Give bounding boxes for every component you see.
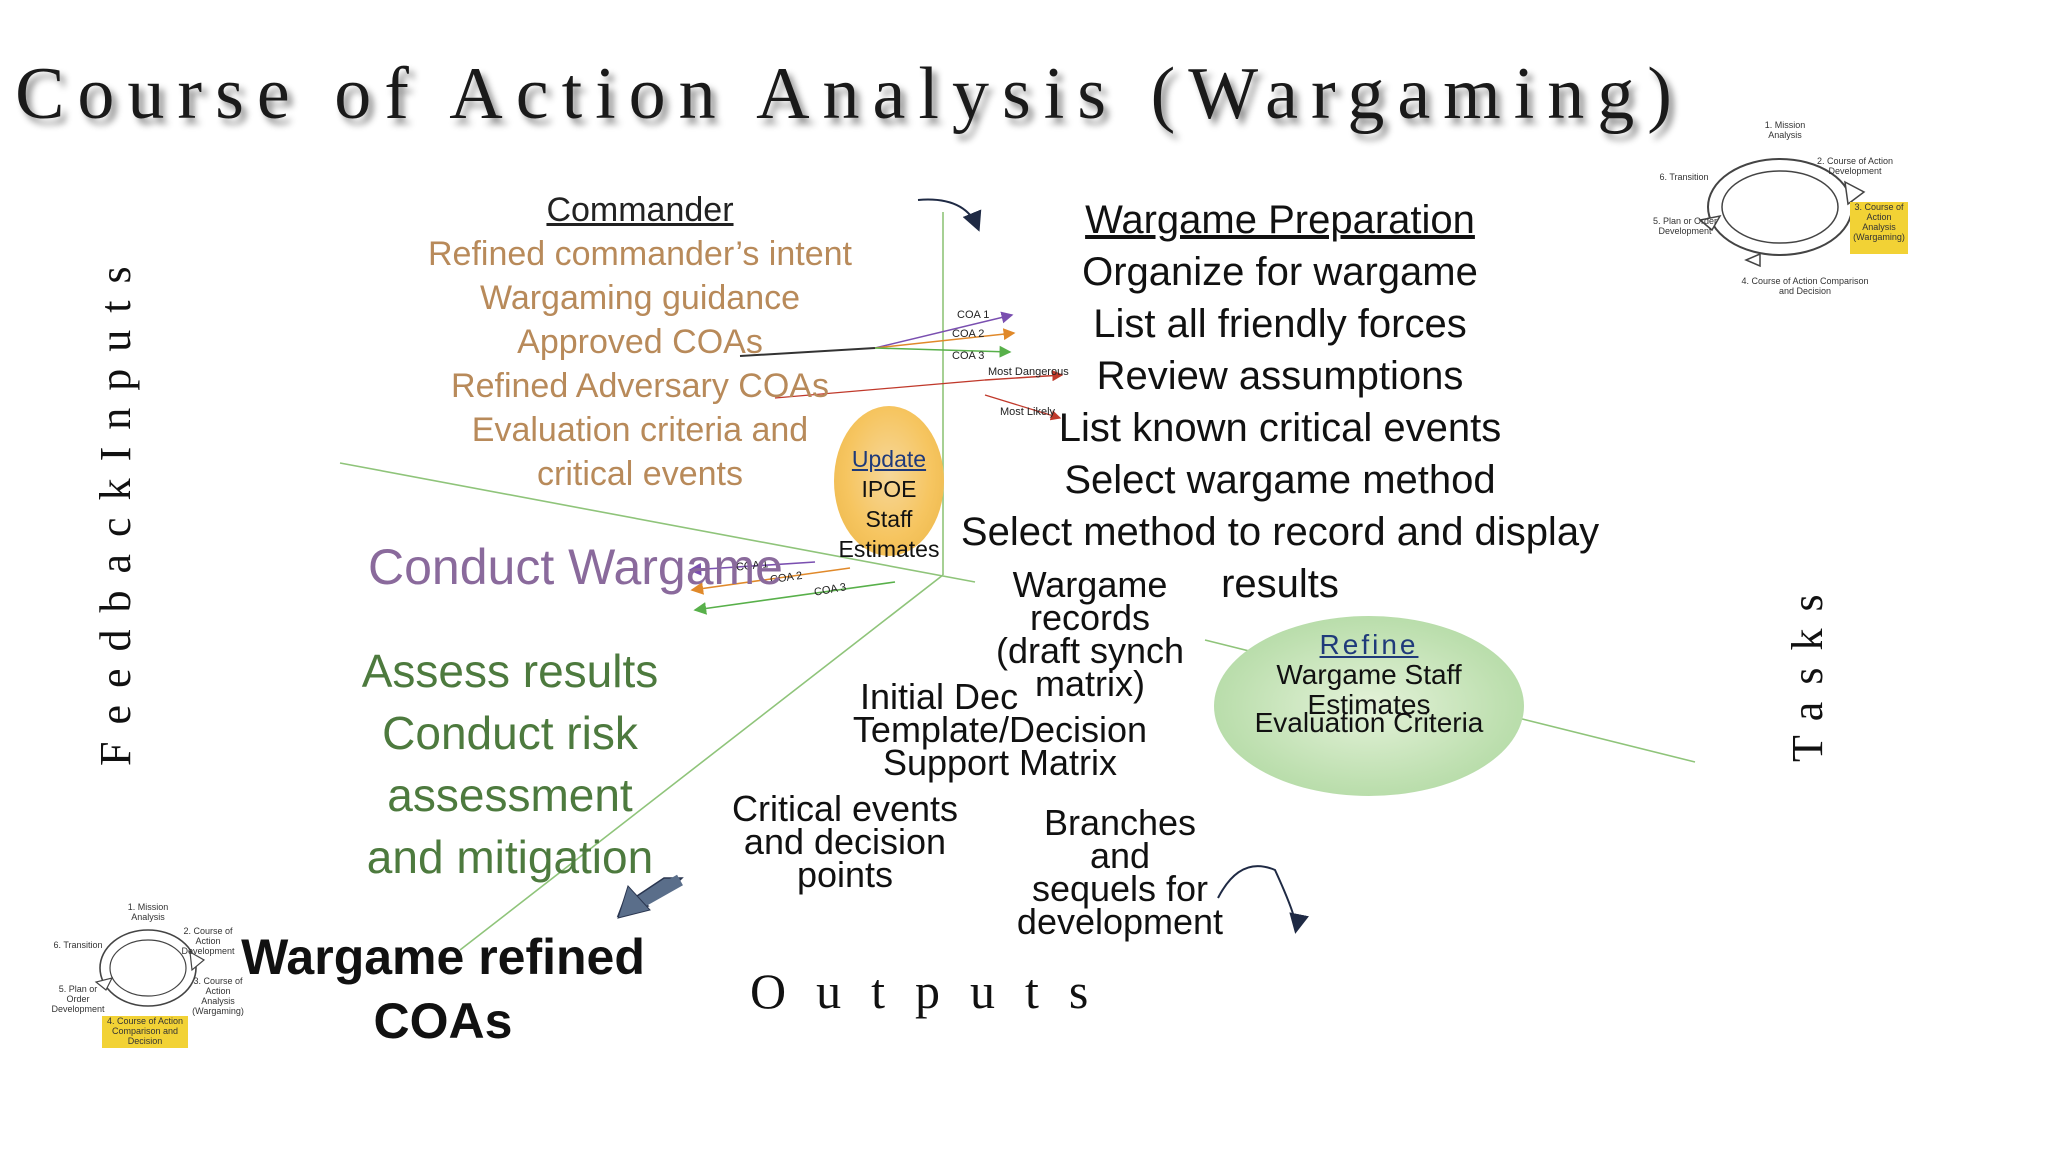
refine-bubble-text: Refine Wargame Staff Estimates Evaluatio… bbox=[1214, 630, 1524, 738]
coa3-arrow-upper bbox=[874, 345, 1012, 358]
coa2-arrow-lower bbox=[690, 567, 851, 595]
output-line: Branches and bbox=[1043, 802, 1197, 876]
cycle-arrows-icon bbox=[1698, 158, 1866, 268]
output-critical-events: Critical events and decision points bbox=[730, 788, 960, 895]
commander-heading: Commander bbox=[546, 191, 734, 229]
preparation-item: Review assumptions bbox=[1096, 354, 1464, 398]
wargame-refined-coas: Wargame refined COAs bbox=[228, 925, 658, 1053]
preparation-item: Organize for wargame bbox=[1082, 250, 1478, 294]
commander-item: critical events bbox=[537, 455, 743, 493]
assess-block: Assess results Conduct risk assessment a… bbox=[270, 640, 750, 888]
commander-item: Evaluation criteria and bbox=[471, 411, 809, 449]
refine-bubble bbox=[1214, 616, 1524, 796]
update-line: Staff bbox=[865, 506, 913, 532]
preparation-item: Select method to record and display resu… bbox=[960, 510, 1600, 606]
output-decision-template: Initial Dec Template/Decision Support Ma… bbox=[850, 676, 1150, 783]
feedback-inputs-label: FeedbackInputs bbox=[91, 249, 140, 766]
cycle-step: 3. Course of Action Analysis (Wargaming) bbox=[192, 976, 244, 1016]
output-line: points bbox=[796, 854, 894, 895]
tasks-label: Tasks bbox=[1783, 577, 1832, 762]
curved-arrow-bottom bbox=[1217, 865, 1309, 934]
refine-line: Wargame Staff bbox=[1276, 659, 1462, 690]
output-line: Template/Decision bbox=[852, 709, 1148, 750]
axis-diagonal bbox=[459, 574, 944, 951]
preparation-item: Select wargame method bbox=[1064, 458, 1496, 502]
output-line: and decision bbox=[743, 821, 947, 862]
commander-item: Wargaming guidance bbox=[479, 279, 801, 317]
mdmp-cycle-bottom: 1. Mission Analysis 2. Course of Action … bbox=[48, 898, 248, 1048]
update-heading: Update bbox=[851, 446, 927, 472]
cycle-step: 2. Course of Action Development bbox=[1816, 156, 1894, 176]
coa2-arrow-upper bbox=[874, 328, 1016, 349]
cycle-step: 4. Course of Action Comparison and Decis… bbox=[1741, 276, 1869, 296]
curved-arrow-top bbox=[917, 198, 982, 232]
output-branches-sequels: Branches and sequels for development bbox=[1010, 802, 1230, 942]
cycle-arrows-icon bbox=[94, 929, 206, 1007]
update-line: Estimates bbox=[838, 536, 940, 562]
conduct-wargame-label: Conduct Wargame bbox=[368, 539, 783, 595]
commander-item: Refined commander’s intent bbox=[428, 235, 852, 273]
coa3-arrow-lower bbox=[693, 581, 896, 615]
coa2-label-upper: COA 2 bbox=[952, 328, 985, 340]
preparation-item: List known critical events bbox=[1058, 406, 1502, 450]
output-line: Initial Dec bbox=[860, 676, 1019, 717]
refined-line: Wargame refined bbox=[241, 929, 645, 985]
coa1-arrow-upper bbox=[874, 311, 1014, 349]
commander-block: Commander Refined commander’s intent War… bbox=[410, 188, 870, 496]
output-wargame-records: Wargame records (draft synch matrix) bbox=[980, 564, 1200, 704]
axis-left bbox=[339, 462, 976, 583]
output-line: Wargame bbox=[1012, 564, 1168, 605]
assess-item: Assess results bbox=[361, 645, 659, 697]
most-dangerous-label: Most Dangerous bbox=[988, 366, 1069, 378]
update-line: IPOE bbox=[861, 476, 917, 502]
refine-heading: Refine bbox=[1319, 629, 1419, 660]
cycle-step: 1. Mission Analysis bbox=[1764, 120, 1806, 140]
adversary-connector bbox=[774, 379, 986, 399]
refine-line: Evaluation Criteria bbox=[1254, 707, 1484, 738]
cycle-step: 5. Plan or Order Development bbox=[51, 984, 105, 1014]
update-bubble bbox=[834, 406, 944, 556]
output-line: (draft synch bbox=[995, 630, 1185, 671]
coa3-label-upper: COA 3 bbox=[952, 350, 985, 362]
preparation-item: List all friendly forces bbox=[1093, 302, 1467, 346]
wargame-preparation-block: Wargame Preparation Organize for wargame… bbox=[930, 194, 1630, 610]
output-line: matrix) bbox=[1035, 663, 1145, 704]
assess-item: Conduct risk assessment bbox=[382, 707, 638, 821]
coa1-arrow-lower bbox=[688, 561, 816, 576]
update-bubble-text: Update IPOE Staff Estimates bbox=[834, 444, 944, 564]
refined-line: COAs bbox=[373, 993, 513, 1049]
page-title: Course of Action Analysis (Wargaming) bbox=[15, 53, 1685, 135]
cycle-step-highlight: 4. Course of Action Comparison and Decis… bbox=[102, 1016, 188, 1048]
cycle-step: 1. Mission Analysis bbox=[127, 902, 169, 922]
refine-line: Estimates bbox=[1307, 689, 1431, 720]
cycle-step: 2. Course of Action Development bbox=[181, 926, 235, 956]
commander-item: Approved COAs bbox=[517, 323, 763, 361]
output-line: sequels for bbox=[1031, 868, 1209, 909]
commander-item: Refined Adversary COAs bbox=[451, 367, 829, 405]
preparation-heading: Wargame Preparation bbox=[1085, 198, 1475, 242]
cycle-step: 6. Transition bbox=[53, 940, 103, 950]
approved-coa-connector bbox=[739, 347, 876, 357]
cycle-step: 6. Transition bbox=[1659, 172, 1709, 182]
mdmp-cycle-top: 1. Mission Analysis 2. Course of Action … bbox=[1650, 112, 1920, 302]
most-dangerous-arrow bbox=[984, 370, 1064, 382]
outputs-label: Outputs bbox=[750, 963, 1119, 1019]
output-line: Support Matrix bbox=[882, 742, 1118, 783]
most-likely-label: Most Likely bbox=[1000, 406, 1056, 418]
output-line: Critical events bbox=[731, 788, 959, 829]
cycle-step: 5. Plan or Order Development bbox=[1652, 216, 1718, 236]
cycle-step-highlight: 3. Course of Action Analysis (Wargaming) bbox=[1850, 202, 1908, 254]
coa1-label-upper: COA 1 bbox=[957, 309, 990, 321]
most-likely-arrow bbox=[984, 394, 1062, 421]
output-line: development bbox=[1016, 901, 1224, 942]
output-line: records bbox=[1029, 597, 1151, 638]
assess-item: and mitigation bbox=[366, 831, 654, 883]
